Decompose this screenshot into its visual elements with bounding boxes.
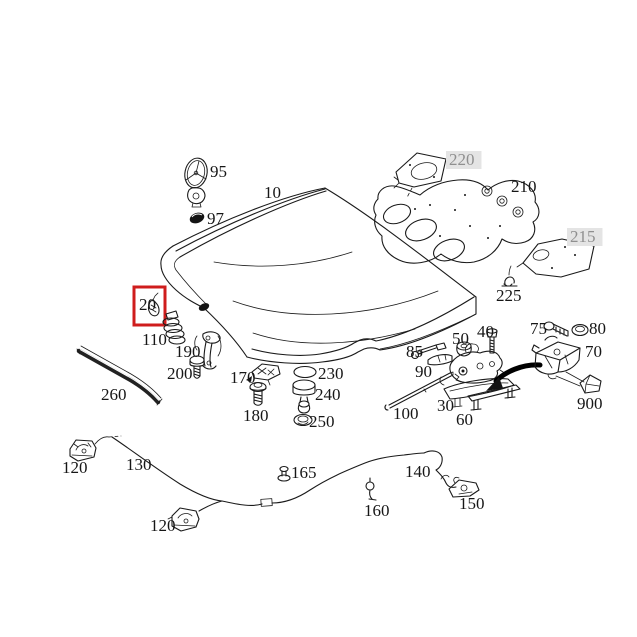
part-label-110-8[interactable]: 110 <box>142 330 167 349</box>
muted-label-bg <box>446 151 482 169</box>
part-label-20-7[interactable]: 20 <box>139 295 156 314</box>
part-label-70-23[interactable]: 70 <box>585 342 602 361</box>
part-label-10-2[interactable]: 10 <box>264 183 281 202</box>
part-label-210-4[interactable]: 210 <box>511 177 537 196</box>
part-label-900-24[interactable]: 900 <box>577 394 603 413</box>
part-label-225-6[interactable]: 225 <box>496 286 522 305</box>
part-label-97-1[interactable]: 97 <box>207 209 225 228</box>
highlight-box[interactable] <box>134 287 165 325</box>
bumper-bellows-110 <box>163 311 185 344</box>
part-label-150-33[interactable]: 150 <box>459 494 485 513</box>
part-label-90-18[interactable]: 90 <box>415 362 432 381</box>
latch-support-60 <box>468 385 520 410</box>
part-label-75-21[interactable]: 75 <box>530 319 547 338</box>
part-label-200-10[interactable]: 200 <box>167 364 193 383</box>
emblem-grommet <box>189 212 205 224</box>
seal-strip-260 <box>77 346 162 405</box>
muted-label-bg <box>567 228 603 246</box>
wedge-900 <box>580 375 601 393</box>
part-label-180-13[interactable]: 180 <box>243 406 269 425</box>
star-emblem <box>182 156 210 207</box>
grommet-80 <box>572 325 588 336</box>
hinge-screw-200 <box>190 356 204 378</box>
part-label-85-17[interactable]: 85 <box>406 342 423 361</box>
part-label-120-34[interactable]: 120 <box>150 516 176 535</box>
release-cable <box>95 436 456 511</box>
part-label-40-20[interactable]: 40 <box>477 322 494 341</box>
part-label-260-11[interactable]: 260 <box>101 385 127 404</box>
small-panel-215 <box>517 239 594 277</box>
hood-seal-clip-20 <box>149 293 160 316</box>
release-handle-120-lower <box>168 508 199 531</box>
hood-grommet-dot <box>198 303 210 311</box>
part-label-240-15[interactable]: 240 <box>315 385 341 404</box>
cap-nut-50 <box>457 342 471 356</box>
screw-180 <box>250 383 266 406</box>
part-label-30-26[interactable]: 30 <box>437 396 454 415</box>
release-handle-120-upper <box>70 440 96 461</box>
seal-230 <box>294 367 316 378</box>
bolt-75 <box>544 322 568 336</box>
small-panel-220 <box>394 153 446 198</box>
hood-lock-70 <box>532 336 584 386</box>
bracket-170 <box>246 364 280 385</box>
cable-clip-160 <box>366 478 376 500</box>
part-label-140-31[interactable]: 140 <box>405 462 431 481</box>
part-label-190-9[interactable]: 190 <box>175 342 201 361</box>
grommet-165 <box>278 467 290 482</box>
lever-85 <box>412 343 447 359</box>
release-rod-100 <box>385 372 453 410</box>
striker-150 <box>441 475 479 497</box>
part-label-80-22[interactable]: 80 <box>589 319 606 338</box>
bracket-90 <box>428 355 452 365</box>
part-label-215-5[interactable]: 215 <box>570 227 596 246</box>
buffer-240 <box>293 380 315 413</box>
clip-225 <box>502 266 517 286</box>
hood-hinge-190 <box>195 332 221 369</box>
insulation-panel <box>374 180 539 265</box>
part-label-95-0[interactable]: 95 <box>210 162 227 181</box>
part-label-170-12[interactable]: 170 <box>230 368 256 387</box>
part-label-160-32[interactable]: 160 <box>364 501 390 520</box>
part-labels: 95 97 10 220 210 215 225 20 110 190 200 260 170 180 23… <box>62 150 606 535</box>
part-label-50-19[interactable]: 50 <box>452 329 469 348</box>
mounting-arrow <box>486 365 540 391</box>
part-label-120-28[interactable]: 120 <box>62 458 88 477</box>
bolt-40 <box>487 329 497 353</box>
grommet-250 <box>294 415 312 426</box>
part-label-165-30[interactable]: 165 <box>291 463 317 482</box>
part-label-250-16[interactable]: 250 <box>309 412 335 431</box>
part-label-60-27[interactable]: 60 <box>456 410 473 429</box>
hood-panel <box>161 188 476 363</box>
part-label-230-14[interactable]: 230 <box>318 364 344 383</box>
part-label-130-29[interactable]: 130 <box>126 455 152 474</box>
part-label-100-25[interactable]: 100 <box>393 404 419 423</box>
part-label-220-3[interactable]: 220 <box>449 150 475 169</box>
